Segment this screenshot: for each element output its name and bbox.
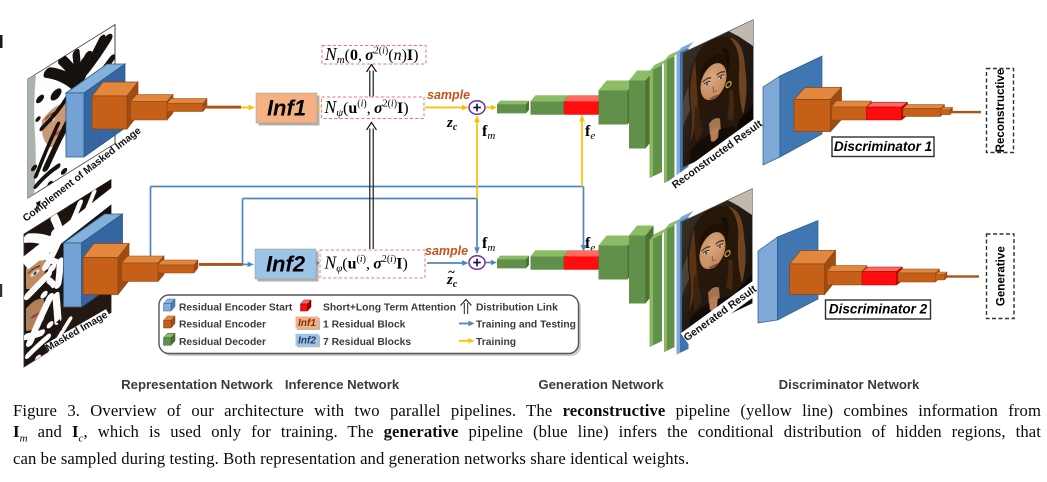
svg-text:Discriminator 1: Discriminator 1 <box>834 139 932 154</box>
svg-text:Inf1: Inf1 <box>267 96 306 121</box>
svg-text:Residual Encoder: Residual Encoder <box>179 320 266 331</box>
svg-text:zc: zc <box>446 272 458 290</box>
svg-text:Training and Testing: Training and Testing <box>476 320 576 331</box>
svg-text:Short+Long Term Attention: Short+Long Term Attention <box>323 303 456 314</box>
svg-text:Training: Training <box>476 337 516 348</box>
svg-text:Discriminator 2: Discriminator 2 <box>829 302 928 317</box>
svg-text:Nm(0, σ2(i)(n)I): Nm(0, σ2(i)(n)I) <box>324 44 418 66</box>
svg-text:Representation Network: Representation Network <box>121 377 273 392</box>
svg-text:~: ~ <box>448 265 455 279</box>
svg-text:sample: sample <box>425 244 468 258</box>
svg-text:Reconstructive: Reconstructive <box>994 68 1007 152</box>
svg-text:1 Residual Block: 1 Residual Block <box>323 320 406 331</box>
svg-text:fe: fe <box>585 235 595 254</box>
svg-text:Residual Encoder Start: Residual Encoder Start <box>179 303 293 314</box>
svg-text:fe: fe <box>585 123 595 142</box>
svg-text:Residual Decoder: Residual Decoder <box>179 337 266 348</box>
svg-text:zc: zc <box>446 115 458 133</box>
svg-text:Nψ(u(i), σ2(i)I): Nψ(u(i), σ2(i)I) <box>324 97 409 119</box>
svg-text:7 Residual Blocks: 7 Residual Blocks <box>323 337 411 348</box>
svg-text:Distribution Link: Distribution Link <box>476 303 558 314</box>
svg-text:Inference Network: Inference Network <box>285 377 400 392</box>
svg-text:Generative: Generative <box>994 246 1007 306</box>
svg-text:Generation Network: Generation Network <box>538 377 664 392</box>
svg-text:Inf1: Inf1 <box>298 318 316 329</box>
svg-text:sample: sample <box>427 88 470 102</box>
svg-text:Nφ(u(i), σ2(i)I): Nφ(u(i), σ2(i)I) <box>324 253 408 275</box>
svg-text:Inf2: Inf2 <box>298 335 316 346</box>
svg-text:Discriminator Network: Discriminator Network <box>779 377 920 392</box>
svg-text:Inf2: Inf2 <box>266 252 306 277</box>
